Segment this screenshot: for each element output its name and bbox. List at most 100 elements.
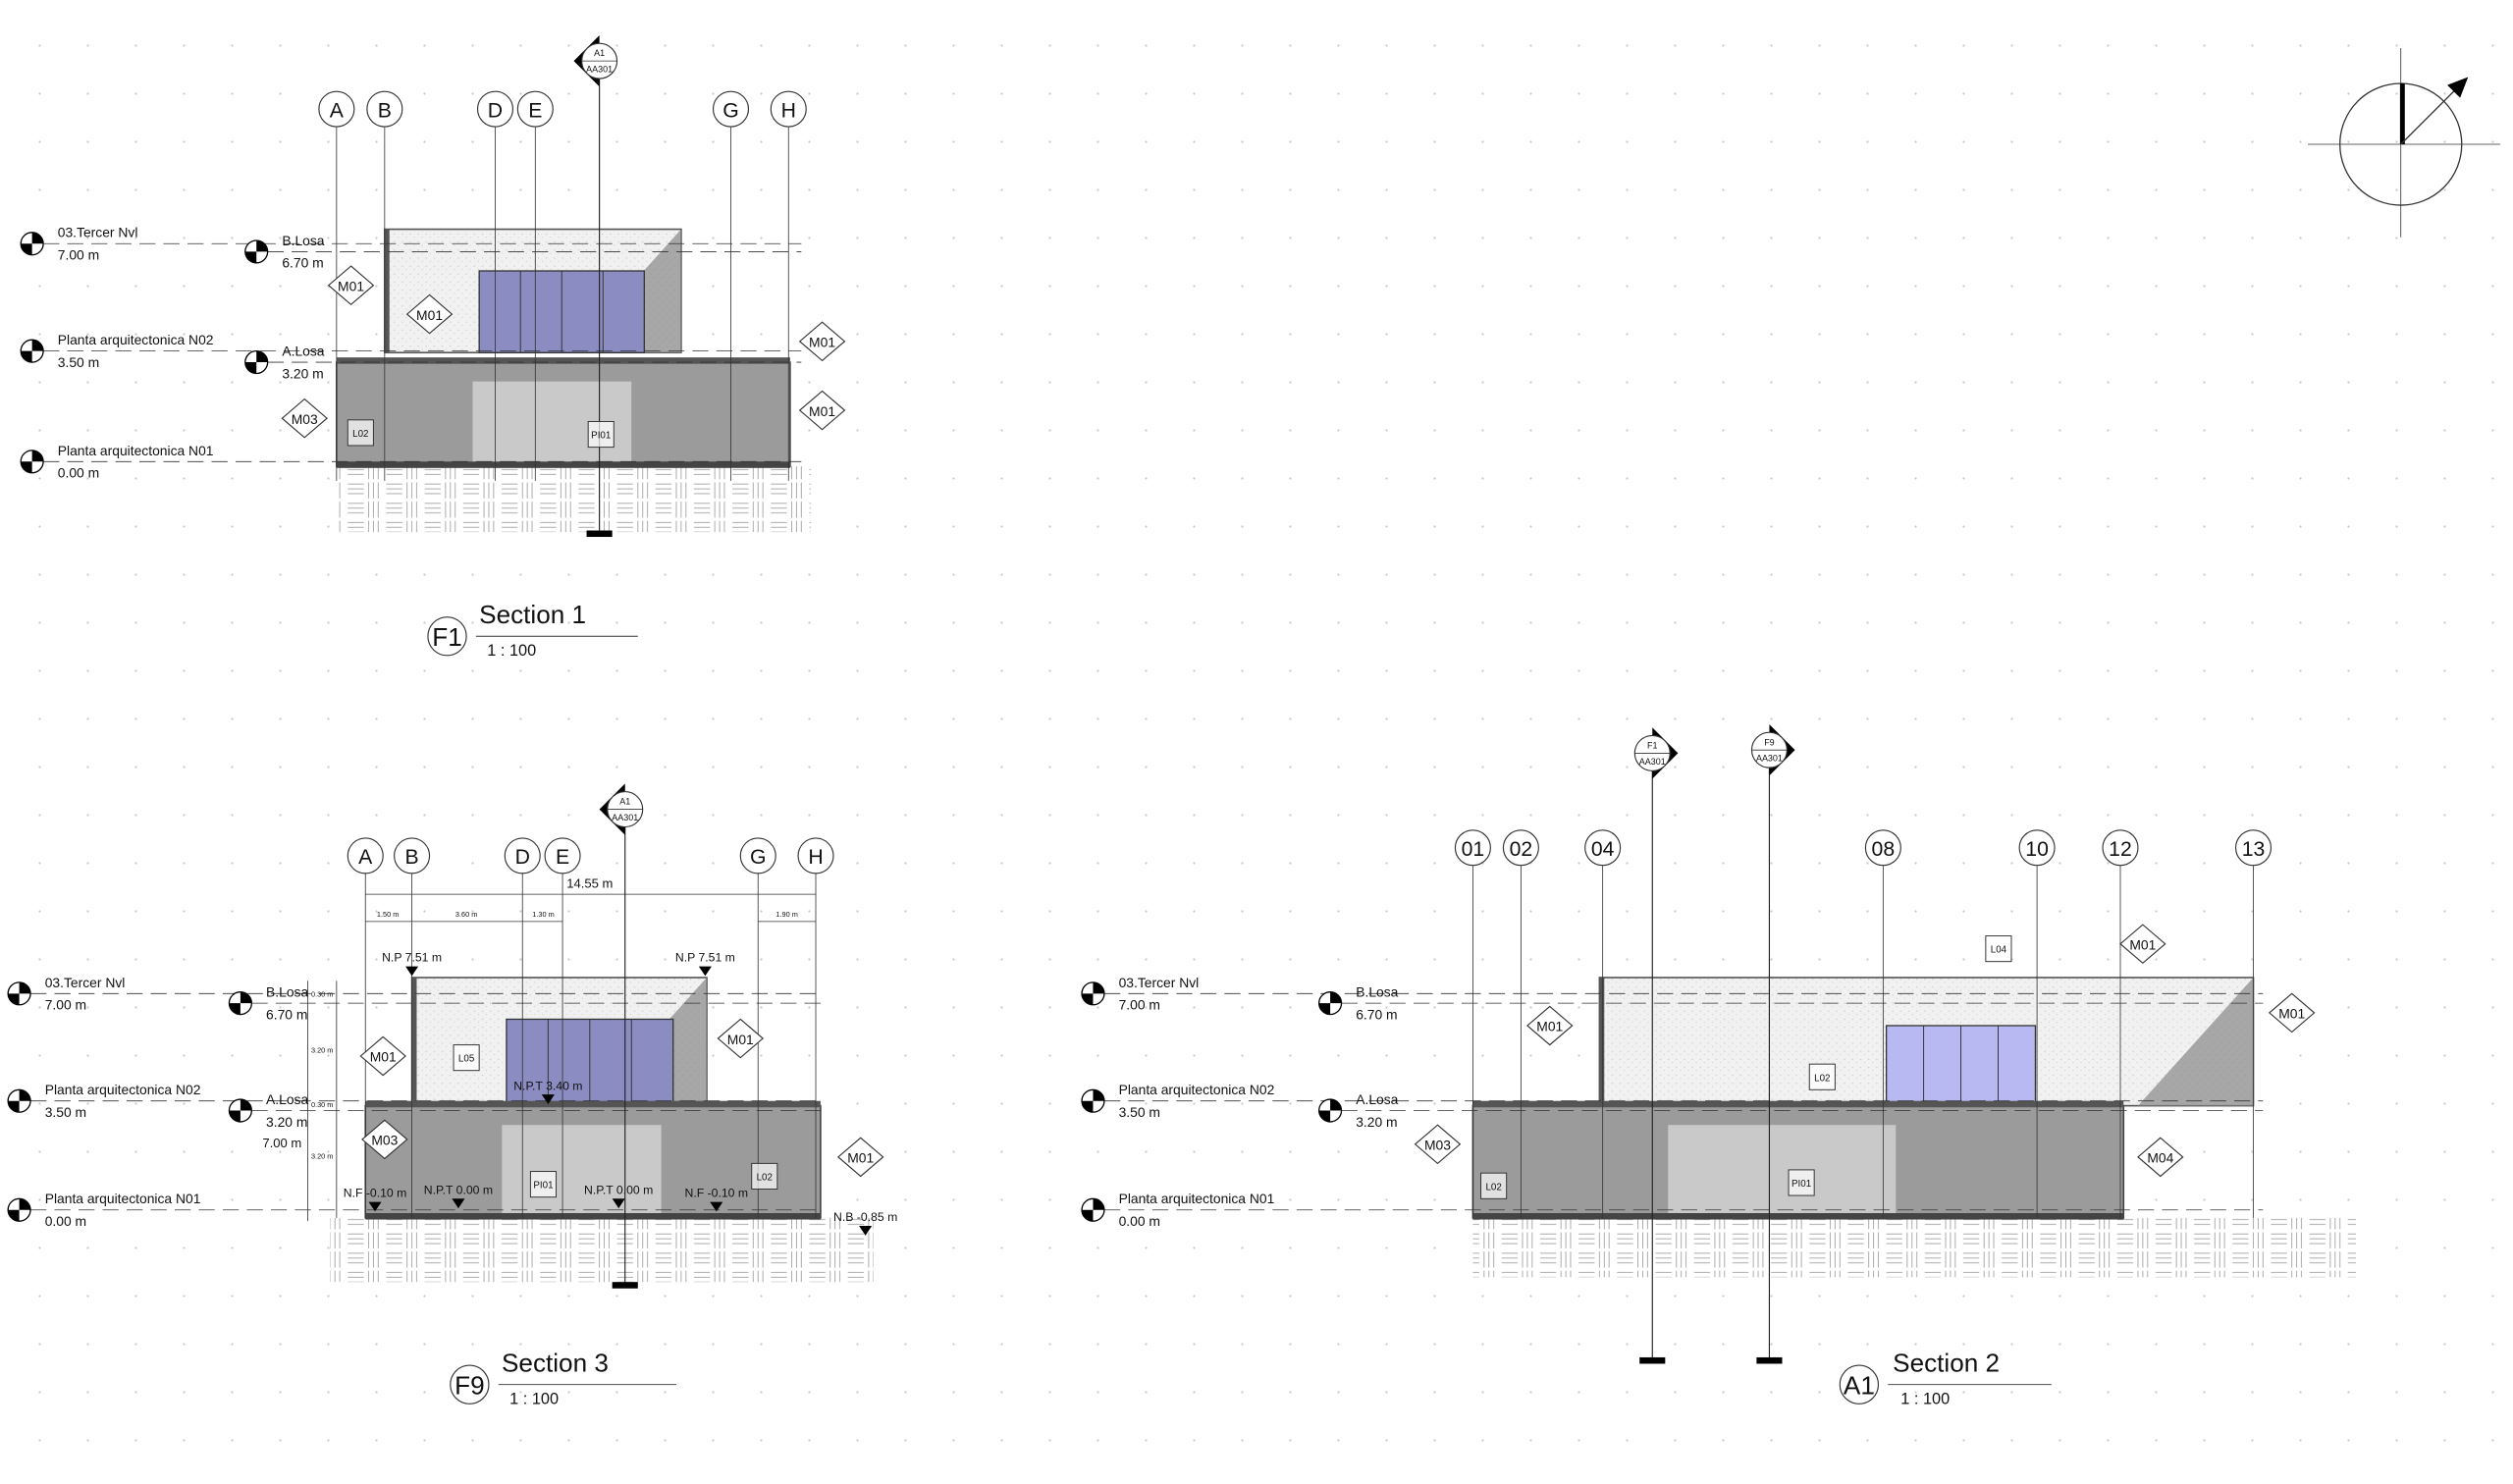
level-quadrant	[229, 991, 252, 1015]
spot-elevation: N.P.T 3.40 m	[513, 1079, 582, 1092]
interior-wall	[502, 1125, 662, 1218]
spot-elevation: N.P.T 0.00 m	[584, 1183, 653, 1196]
slab-name: B.Losa	[266, 984, 308, 1000]
slab-marker	[1318, 991, 1343, 1016]
slab-marker	[244, 349, 269, 375]
material-tag-label: M01	[809, 403, 835, 419]
room-tag	[751, 1162, 778, 1190]
floor-slab	[1472, 1213, 2124, 1220]
spot-elevation: N.P 7.51 m	[382, 951, 442, 965]
level-name: Planta arquitectonica N01	[45, 1191, 201, 1206]
grid-label: A	[358, 846, 373, 869]
arrow-head-icon	[2447, 77, 2469, 98]
material-tag	[798, 390, 846, 431]
material-tag	[2137, 1137, 2184, 1178]
grid-label: A	[330, 99, 345, 122]
spot-elevation: N.F -0.10 m	[684, 1187, 748, 1200]
level-elevation: 7.00 m	[58, 247, 99, 263]
grid-bubble	[2102, 829, 2139, 867]
grid-bubble	[739, 837, 776, 874]
room-tag-label: L02	[1485, 1182, 1501, 1192]
grid-label: G	[750, 846, 767, 869]
grid-bubble	[366, 90, 403, 128]
dimension-text: 3.20 m	[311, 1151, 333, 1160]
section-end-bar	[612, 1282, 638, 1289]
slab-elevation: 6.70 m	[1356, 1006, 1397, 1022]
grid-label: G	[722, 99, 739, 122]
view-title-bubble	[450, 1364, 490, 1404]
room-tag	[453, 1044, 480, 1072]
level-quadrant	[21, 450, 44, 473]
material-tag-label: M01	[809, 335, 835, 350]
grid-label: 01	[1462, 838, 1485, 861]
room-tag	[1808, 1063, 1836, 1090]
view-title-bubble	[1839, 1364, 1880, 1404]
slab-marker	[228, 991, 252, 1016]
view-title-bubble	[427, 616, 467, 657]
dimension-text: 7.00 m	[262, 1136, 301, 1150]
slab-marker	[228, 1098, 252, 1123]
grid-bubble	[476, 90, 514, 128]
section-end-bar	[1639, 1356, 1666, 1364]
slab-marker	[244, 239, 269, 264]
grid-bubble	[712, 90, 750, 128]
section-ref-sheet: AA301	[586, 65, 613, 75]
material-tag	[1526, 1005, 1574, 1046]
material-tag-label: M04	[2147, 1150, 2173, 1166]
level-quadrant	[244, 239, 268, 263]
level-name: 03.Tercer Nvl	[1119, 975, 1200, 990]
slab	[365, 1100, 821, 1108]
view-scale: 1 : 100	[509, 1390, 559, 1407]
spot-elevation-triangle-icon	[452, 1198, 465, 1209]
spot-elevation-triangle-icon	[698, 966, 712, 977]
slab-elevation: 3.20 m	[266, 1114, 307, 1130]
material-tag-label: M01	[338, 278, 364, 293]
level-quadrant	[1082, 1089, 1104, 1113]
level-quadrant	[244, 350, 268, 374]
dimension-overall: 14.55 m	[566, 876, 613, 891]
grid-bubble	[1584, 829, 1622, 867]
material-tag-label: M01	[2278, 1006, 2305, 1022]
section-end-bar	[1756, 1356, 1783, 1364]
level-quadrant	[8, 981, 31, 1005]
level-marker	[7, 1088, 31, 1113]
wall-section	[384, 229, 390, 353]
floor-slab	[365, 1213, 821, 1220]
level-name: 03.Tercer Nvl	[45, 975, 126, 990]
grid-label: E	[556, 846, 569, 869]
level-elevation: 0.00 m	[58, 465, 99, 481]
room-tag	[587, 420, 615, 449]
section-end-bar	[586, 530, 613, 538]
material-tag	[361, 1119, 408, 1160]
room-tag-label: PI01	[533, 1181, 553, 1192]
material-tag	[798, 321, 846, 362]
ground-hatch	[330, 1217, 874, 1283]
slab-elevation: 3.20 m	[1356, 1114, 1397, 1130]
dimension-text: 0.30 m	[311, 990, 333, 999]
material-tag	[2119, 924, 2166, 965]
grid-label: 10	[2025, 838, 2049, 861]
level-quadrant	[21, 232, 44, 255]
level-marker	[1081, 1088, 1105, 1113]
spot-elevation-triangle-icon	[368, 1201, 382, 1212]
slab-elevation: 6.70 m	[266, 1006, 307, 1022]
section-ref-view: A1	[619, 797, 630, 807]
grid-bubble	[770, 90, 807, 128]
floor-slab	[336, 461, 790, 468]
dimension-text: 1.30 m	[532, 910, 554, 919]
dimension-text: 0.30 m	[311, 1100, 333, 1109]
ground-hatch	[1472, 1217, 2356, 1278]
grid-label: D	[488, 99, 503, 122]
material-tag-label: M01	[2129, 936, 2156, 952]
level-quadrant	[1082, 981, 1104, 1005]
dimension-text: 3.20 m	[311, 1046, 333, 1055]
section-ref-view: A1	[594, 48, 605, 58]
